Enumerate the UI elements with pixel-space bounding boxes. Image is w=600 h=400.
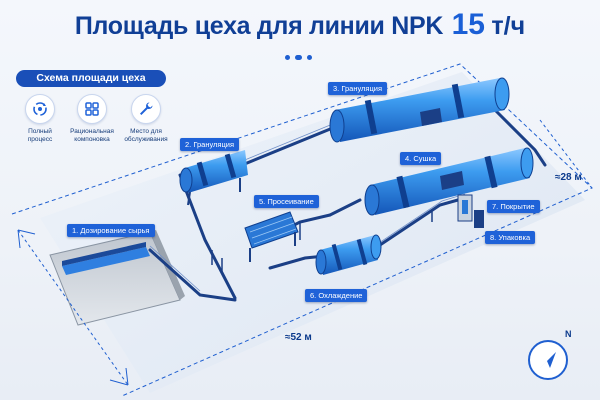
stage-label-7: 7. Покрытие: [487, 200, 540, 213]
title-capacity: 15: [451, 8, 485, 41]
grid-layout-icon: [77, 94, 107, 124]
support-structures: [211, 210, 433, 272]
coating-packing-units: [457, 194, 484, 228]
stage-label-8: 8. Упаковка: [485, 231, 536, 244]
stage-label-3: 3. Грануляция: [328, 82, 388, 95]
width-dimension: ≈28 м: [555, 172, 582, 183]
stage-label-2: 2. Грануляция: [180, 138, 240, 151]
screener-5: [244, 211, 299, 262]
recycle-icon: [25, 94, 55, 124]
granulator-3: [329, 77, 510, 143]
stage-label-1: 1. Дозирование сырья: [67, 224, 155, 237]
compass: [528, 340, 568, 380]
stage-label-6: 6. Охлаждение: [305, 289, 368, 302]
title-divider: [285, 55, 312, 60]
stage-label-5: 5. Просеивание: [254, 195, 319, 208]
page-title: Площадь цеха для линии NPK 15 т/ч: [0, 8, 600, 42]
legend-title: Схема площади цеха: [16, 70, 166, 87]
dimension-lines: [17, 119, 593, 386]
wrench-icon: [131, 94, 161, 124]
title-unit: т/ч: [491, 12, 526, 40]
conveyor-rails: [149, 120, 466, 292]
compass-arrow-icon: [540, 352, 556, 368]
granulator-2: [179, 150, 248, 206]
length-dimension: ≈52 м: [285, 332, 312, 343]
cooler-6: [315, 234, 382, 275]
title-text: Площадь цеха для линии NPK: [74, 12, 444, 40]
stage-label-4: 4. Сушка: [400, 152, 442, 165]
compass-north-label: N: [565, 329, 572, 339]
dryer-4: [364, 147, 534, 216]
